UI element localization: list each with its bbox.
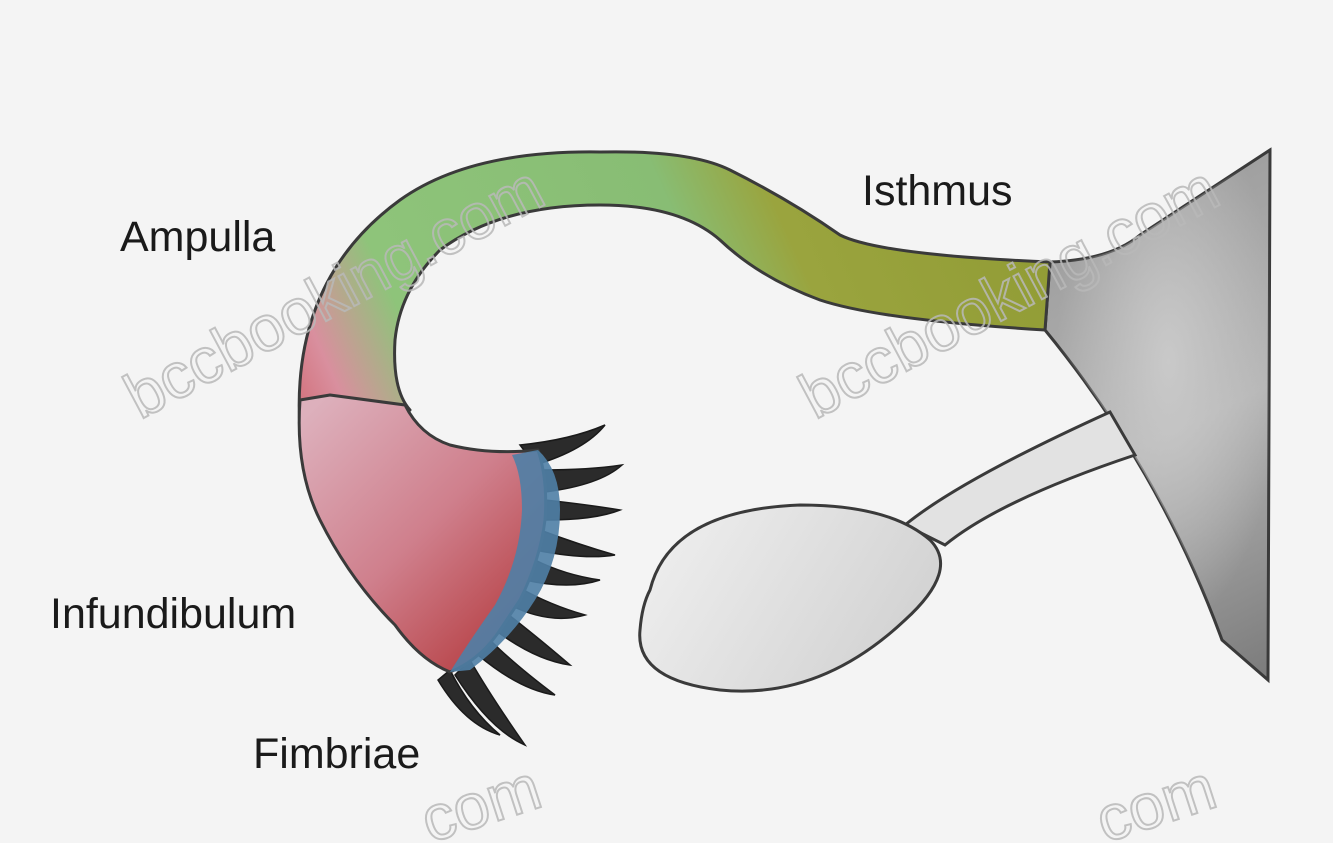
ovarian-ligament xyxy=(905,412,1135,545)
watermark-bottom-right: com xyxy=(1087,750,1224,843)
ovary xyxy=(640,505,941,691)
watermark-bottom-left: com xyxy=(412,750,549,843)
label-ampulla: Ampulla xyxy=(120,213,275,261)
label-fimbriae: Fimbriae xyxy=(253,730,420,778)
label-isthmus: Isthmus xyxy=(862,167,1013,215)
label-infundibulum: Infundibulum xyxy=(50,590,296,638)
